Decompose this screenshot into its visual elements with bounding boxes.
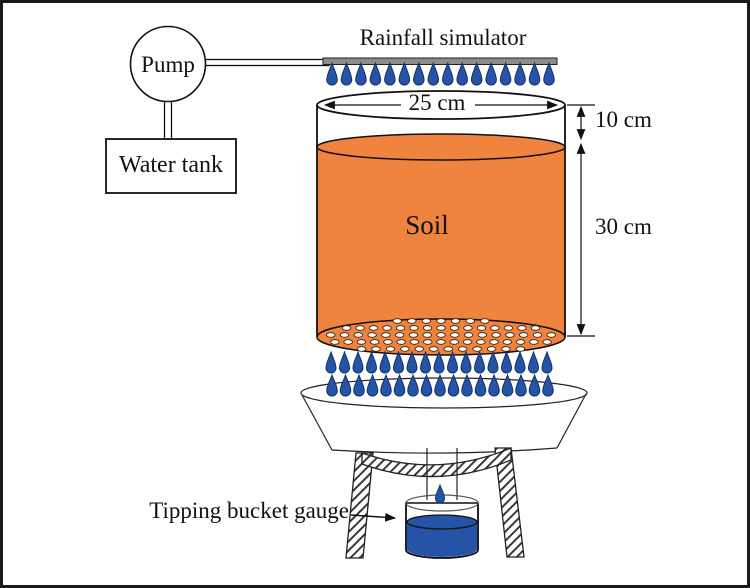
bucket-water-surface [406, 514, 478, 530]
stand-cradle [361, 447, 512, 478]
soil-column-body [317, 147, 565, 355]
funnel-bottom [331, 447, 558, 454]
drip-row-upper [325, 350, 553, 374]
tipping-bucket-label: Tipping bucket gauge [149, 498, 349, 523]
tipping-bucket-arrow [350, 512, 397, 522]
pump-body [129, 25, 207, 103]
pipe-pump-to-tank [163, 99, 173, 142]
pump-label: Pump [141, 52, 195, 77]
water-tank-box [105, 138, 237, 194]
rainfall-simulator-bar [322, 57, 558, 65]
funnel-body [302, 393, 586, 454]
perforation-holes [326, 318, 556, 352]
funnel-wall-right [556, 393, 587, 449]
stand-leg-right [494, 447, 525, 558]
rain-drops-row [326, 61, 555, 86]
pipe-pump-to-simulator [204, 58, 330, 67]
single-drip [434, 483, 446, 504]
rainfall-simulator-title: Rainfall simulator [359, 25, 527, 50]
cylinder-top-rim [316, 90, 566, 120]
soil-label: Soil [405, 210, 449, 240]
bucket-water-body [407, 522, 477, 557]
funnel-wall-left [301, 394, 333, 451]
drip-row-lower [326, 373, 554, 397]
apparatus-drawing [105, 25, 595, 559]
stand-leg-left [345, 452, 374, 559]
bucket-outline [405, 503, 479, 559]
soil-surface [316, 133, 566, 161]
headspace-label: 10 cm [595, 107, 652, 132]
water-tank-label: Water tank [118, 152, 223, 178]
diameter-label: 25 cm [408, 90, 466, 115]
soil-depth-label: 30 cm [595, 214, 652, 239]
